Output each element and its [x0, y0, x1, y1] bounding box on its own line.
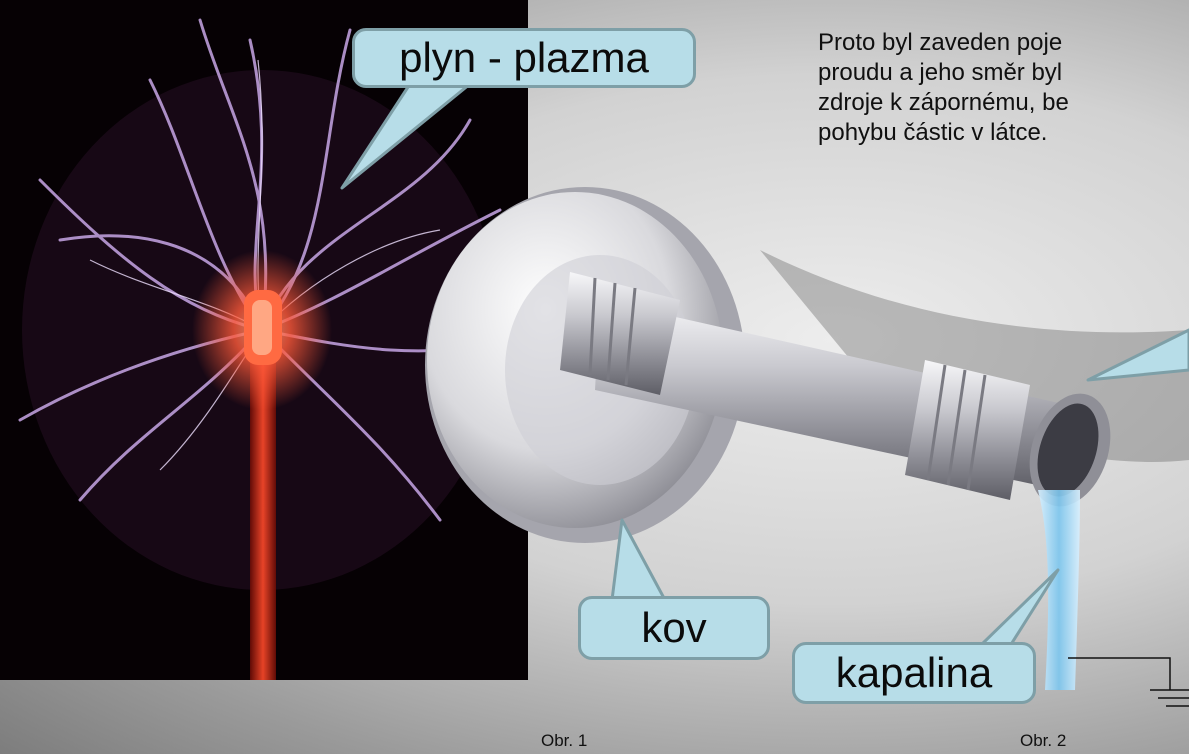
text-line: pohybu částic v látce. [818, 118, 1189, 148]
explanation-text: Proto byl zaveden poje proudu a jeho smě… [818, 28, 1189, 148]
text-line: zdroje k zápornému, be [818, 88, 1189, 118]
text-line: Proto byl zaveden poje [818, 28, 1189, 58]
text-line: proudu a jeho směr byl [818, 58, 1189, 88]
figure-2-label: Obr. 2 [1020, 731, 1066, 751]
figure-1-label: Obr. 1 [541, 731, 587, 751]
